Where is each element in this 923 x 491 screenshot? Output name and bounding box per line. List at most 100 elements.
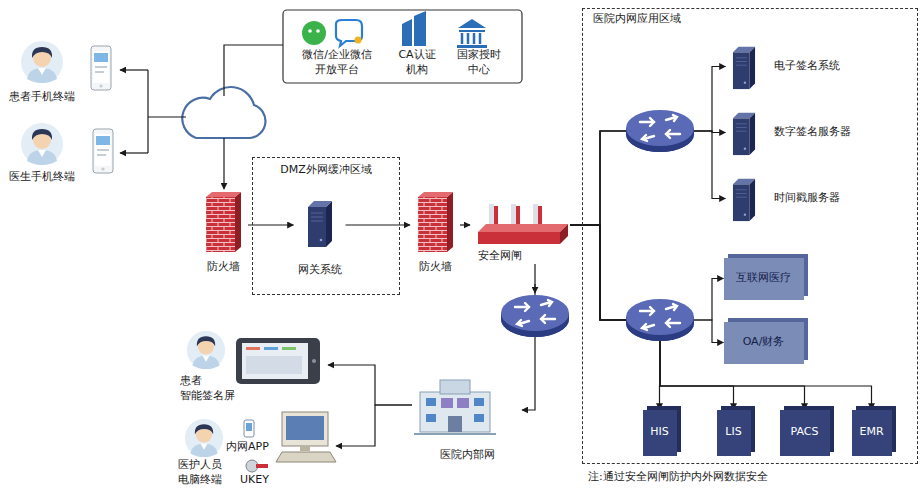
drawing-part bbox=[276, 452, 336, 462]
node-label: 医院内部网 bbox=[440, 448, 495, 462]
node-label: 数字签名服务器 bbox=[774, 125, 851, 139]
drawing-part bbox=[474, 398, 484, 406]
drawing-part bbox=[300, 446, 310, 451]
drawing-part bbox=[21, 123, 63, 165]
security-gateway-icon bbox=[478, 204, 568, 244]
drawing-part bbox=[286, 416, 324, 440]
drawing-part bbox=[120, 152, 148, 153]
drawing-part bbox=[626, 299, 694, 341]
drawing-part bbox=[478, 232, 560, 244]
drawing-part bbox=[440, 380, 470, 394]
drawing-part bbox=[282, 347, 296, 350]
drawing-part bbox=[457, 398, 469, 408]
system-box: 互联网医疗 bbox=[724, 258, 804, 300]
connector bbox=[522, 264, 535, 410]
drawing-part bbox=[448, 416, 462, 432]
drawing-part bbox=[501, 295, 569, 337]
firewall: 防火墙 bbox=[410, 190, 460, 276]
connector bbox=[336, 405, 412, 446]
node-label: 安全网闸 bbox=[478, 249, 522, 263]
node-label: 患者 智能签名屏 bbox=[180, 374, 238, 403]
server: 数字签名服务器 bbox=[726, 110, 896, 156]
drawing-part bbox=[308, 29, 312, 33]
server-icons bbox=[308, 47, 755, 247]
node-label: DMZ外网缓冲区域 bbox=[280, 163, 372, 177]
drawing-part bbox=[246, 356, 302, 374]
drawing-part bbox=[312, 359, 316, 363]
connector bbox=[248, 224, 294, 225]
drawing-part bbox=[147, 70, 148, 153]
drawing-part bbox=[244, 420, 254, 437]
drawing-part bbox=[206, 192, 241, 252]
drawing-part bbox=[246, 423, 252, 431]
system-box: LIS bbox=[717, 410, 751, 456]
node-label: 网关系统 bbox=[298, 263, 342, 277]
connector bbox=[570, 225, 734, 410]
node-label: LIS bbox=[725, 425, 741, 439]
drawing-part bbox=[308, 201, 332, 247]
drawing-part bbox=[414, 433, 496, 435]
device-label: UKEY bbox=[240, 473, 269, 487]
node-label: 防火墙 bbox=[419, 260, 452, 274]
connector bbox=[570, 225, 724, 343]
drawing-part bbox=[242, 343, 308, 379]
drawing-part bbox=[402, 11, 426, 46]
drawing-part bbox=[282, 412, 328, 446]
node-label: OA/财务 bbox=[743, 335, 785, 349]
platform-item: CA认证 机构 bbox=[388, 14, 446, 80]
connector bbox=[570, 225, 872, 410]
cloud-wires bbox=[120, 45, 283, 189]
device-label: 内网APP bbox=[226, 440, 269, 454]
node-label: 国家授时 中心 bbox=[456, 48, 503, 77]
drawing-part bbox=[185, 419, 223, 457]
security-gateway: 安全网闸 bbox=[470, 200, 570, 264]
connector bbox=[570, 67, 726, 226]
drawing-part bbox=[441, 398, 453, 408]
note-text: 注:通过安全网闸防护内外网数据安全 bbox=[588, 470, 768, 484]
node-label: 患者手机终端 bbox=[9, 90, 75, 104]
connector bbox=[346, 224, 411, 225]
building-icon bbox=[414, 380, 496, 434]
drawing-part bbox=[187, 331, 225, 369]
drawing-part bbox=[733, 113, 755, 155]
internal-network: 医院内部网 bbox=[412, 372, 522, 464]
node-label: 防火墙 bbox=[207, 260, 240, 274]
drawing-part bbox=[91, 46, 111, 90]
platform-panel bbox=[283, 10, 522, 83]
drawing-part bbox=[459, 30, 485, 32]
drawing-part bbox=[478, 224, 568, 232]
intranet-zone: 医院内网应用区域电子签名系统数字签名服务器时间戳服务器互联网医疗OA/财务HIS… bbox=[582, 8, 918, 464]
node-label: EMR bbox=[859, 425, 883, 439]
drawing-part bbox=[120, 69, 148, 70]
server: 电子签名系统 bbox=[726, 44, 886, 90]
node-label: PACS bbox=[791, 425, 819, 439]
drawing-part bbox=[224, 45, 283, 96]
terminal-group: 患者手机终端 bbox=[5, 38, 117, 106]
drawing-part bbox=[21, 41, 63, 83]
drawing-part bbox=[264, 347, 278, 350]
connector bbox=[460, 224, 470, 225]
drawing-part bbox=[418, 192, 453, 252]
drawing-part bbox=[283, 10, 522, 83]
drawing-part bbox=[246, 347, 260, 350]
firewall: 防火墙 bbox=[198, 190, 248, 276]
gateway-server: 网关系统 bbox=[294, 195, 346, 280]
drawing-part bbox=[236, 338, 320, 384]
node-label: 电子签名系统 bbox=[774, 59, 840, 73]
node-label: 微信/企业微信 开放平台 bbox=[301, 48, 374, 77]
node-label: 互联网医疗 bbox=[736, 271, 791, 285]
drawing-part bbox=[256, 464, 268, 468]
drawing-part bbox=[223, 138, 224, 189]
node-label: HIS bbox=[650, 425, 669, 439]
drawing-part bbox=[560, 224, 568, 244]
terminal-group: 医生手机终端 bbox=[5, 120, 117, 186]
server: 时间戳服务器 bbox=[726, 176, 886, 222]
drawing-part bbox=[336, 20, 362, 46]
drawing-part bbox=[93, 129, 113, 173]
drawing-part bbox=[733, 179, 755, 221]
router-icons bbox=[501, 110, 694, 341]
terminal-group: 患者 智能签名屏 bbox=[178, 326, 328, 404]
drawing-part bbox=[626, 110, 694, 152]
drawing-part bbox=[420, 392, 490, 432]
dmz-zone: DMZ外网缓冲区域网关系统 bbox=[252, 157, 400, 295]
